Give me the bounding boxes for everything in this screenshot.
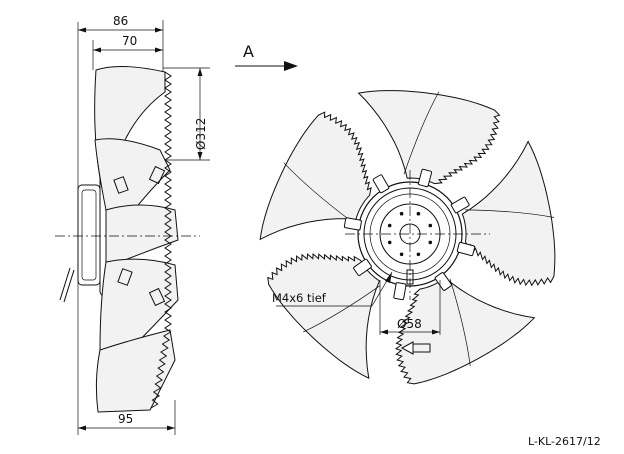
bolt-hole: [416, 252, 421, 257]
dim-70-label: 70: [122, 34, 137, 48]
fan-blade: [267, 252, 381, 380]
side-blade-lower-mid: [99, 258, 179, 356]
bolt-hole: [428, 223, 433, 228]
blade-rib-line: [449, 278, 471, 366]
hub-bracket: [343, 217, 362, 231]
hub-bracket: [417, 168, 433, 188]
bolt-hole: [387, 223, 392, 228]
bolt-hole: [428, 240, 433, 245]
front-blades: [259, 90, 556, 385]
hub-bracket: [372, 174, 390, 194]
hub-bracket: [434, 272, 452, 291]
fan-blade: [461, 140, 556, 287]
bolt-hole: [387, 240, 392, 245]
hub-bracket-group: [343, 168, 476, 301]
bolt-hole-group: [387, 211, 433, 257]
motor-body: [77, 184, 101, 286]
side-blade-upper-mid: [94, 138, 171, 216]
front-view: M4x6 tief Ø58: [259, 90, 556, 385]
hub-bracket: [353, 258, 372, 276]
fan-blade: [357, 90, 501, 185]
hub-bracket: [393, 282, 407, 301]
blade-rib-line: [303, 285, 380, 333]
hub-bracket: [450, 196, 470, 214]
bolt-hole: [399, 252, 404, 257]
bolt-hole: [416, 211, 421, 216]
view-arrow-a: A: [235, 42, 298, 71]
thread-callout-label: M4x6 tief: [272, 291, 327, 305]
rotation-arrow-icon: [400, 341, 431, 355]
fan-blade: [259, 111, 372, 241]
view-label-a: A: [243, 42, 254, 61]
dim-86-label: 86: [113, 14, 128, 28]
blade-rib-line: [464, 209, 555, 218]
dim-312-label: Ø312: [194, 118, 208, 150]
drawing-number: L-KL-2617/12: [528, 435, 601, 448]
dim-95-label: 95: [118, 412, 133, 426]
hub-bracket: [456, 241, 476, 257]
side-view: 86 70 Ø312 95: [55, 14, 210, 435]
bolt-hole: [399, 211, 404, 216]
blade-rib-line: [403, 91, 440, 175]
side-serrated-edge: [150, 71, 172, 409]
dim-58-label: Ø58: [397, 317, 422, 331]
blade-rib-line: [283, 162, 352, 222]
